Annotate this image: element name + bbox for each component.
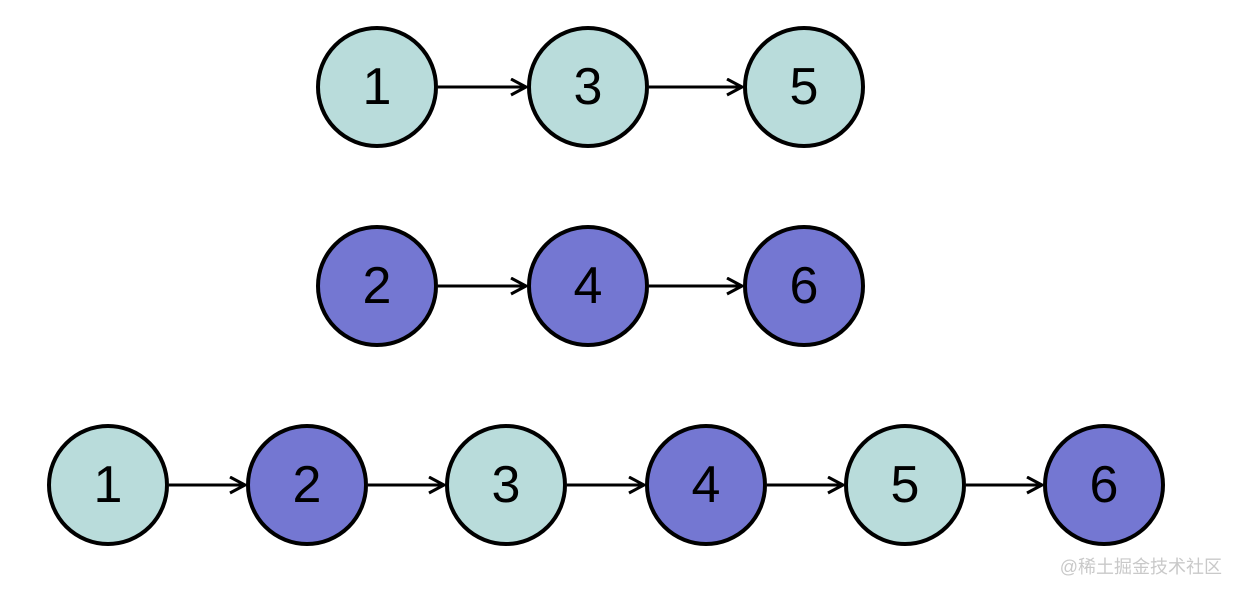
node-label: 1 [94,456,123,514]
list-merged: 1 2 3 4 5 6 [47,424,1165,546]
list-node-6 [743,225,865,347]
node-label: 6 [790,257,819,315]
list-even: 2 4 6 [316,225,865,347]
list-node-4 [527,225,649,347]
juejin-watermark: @稀土掘金技术社区 [1059,557,1222,577]
node-label: 3 [492,456,521,514]
list-odd: 1 3 5 [316,26,865,148]
list-node-1 [47,424,169,546]
list-node-4 [645,424,767,546]
node-label: 4 [692,456,721,514]
list-node-1 [316,26,438,148]
list-node-6 [1043,424,1165,546]
list-node-5 [743,26,865,148]
list-node-3 [527,26,649,148]
list-node-2 [246,424,368,546]
node-label: 3 [574,58,603,116]
node-label: 6 [1090,456,1119,514]
list-node-5 [844,424,966,546]
node-label: 5 [891,456,920,514]
node-label: 4 [574,257,603,315]
list-node-2 [316,225,438,347]
node-label: 5 [790,58,819,116]
node-label: 2 [293,456,322,514]
list-node-3 [445,424,567,546]
node-label: 2 [363,257,392,315]
node-label: 1 [363,58,392,116]
